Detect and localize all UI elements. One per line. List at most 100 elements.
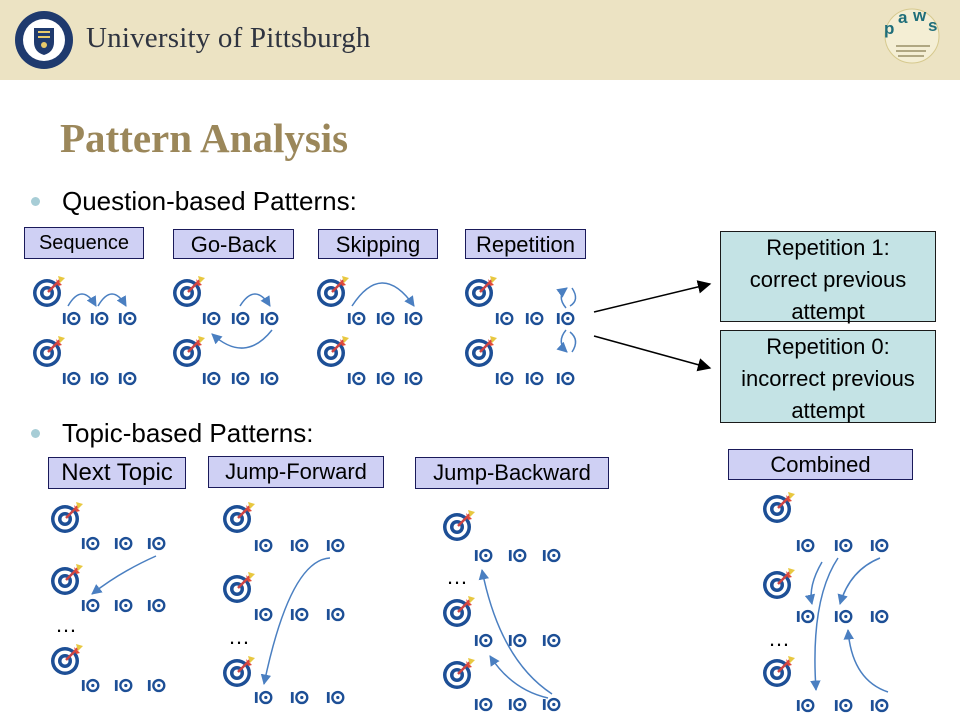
page-title: Pattern Analysis <box>60 115 349 161</box>
question-icon <box>542 697 561 712</box>
university-seal-icon <box>15 11 73 69</box>
combined-arrow <box>810 557 839 692</box>
question-icon <box>376 371 395 386</box>
question-icon <box>508 697 527 712</box>
go-back-diagram <box>172 274 279 386</box>
question-icon <box>114 598 133 613</box>
question-icon <box>870 538 889 553</box>
skipping-arrow <box>351 282 415 307</box>
target-icon <box>442 656 476 690</box>
question-icon <box>474 633 493 648</box>
jump-forward-label: Jump-Forward <box>208 456 384 488</box>
target-icon <box>50 642 84 676</box>
university-name: University of Pittsburgh <box>86 22 371 54</box>
bullet-dot <box>31 429 40 438</box>
question-icon <box>404 311 423 326</box>
question-icon <box>147 536 166 551</box>
question-icon <box>542 633 561 648</box>
skipping-label: Skipping <box>318 229 438 259</box>
repetition-arrow <box>556 329 568 353</box>
next-topic-arrow <box>91 555 157 595</box>
question-icon <box>147 678 166 693</box>
target-icon <box>50 562 84 596</box>
target-icon <box>762 490 796 524</box>
ellipsis: … <box>446 564 468 589</box>
question-icon <box>118 371 137 386</box>
svg-text:p: p <box>884 19 894 38</box>
target-icon <box>316 274 350 308</box>
repetition-correct-line2: correct previous <box>749 267 907 292</box>
sequence-arrow <box>67 293 97 307</box>
svg-text:a: a <box>898 8 908 27</box>
question-icon <box>508 548 527 563</box>
sequence-label: Sequence <box>24 227 144 259</box>
question-icon <box>202 371 221 386</box>
next-topic-diagram: … <box>50 500 166 693</box>
question-icon <box>326 538 345 553</box>
target-icon <box>32 334 66 368</box>
sequence-diagram <box>32 274 137 386</box>
repetition-incorrect-line2: incorrect previous <box>741 366 915 391</box>
question-icon <box>474 697 493 712</box>
question-icon <box>81 536 100 551</box>
question-icon <box>404 371 423 386</box>
question-icon <box>326 690 345 705</box>
sequence-arrow <box>97 293 127 307</box>
bullet-dot <box>31 197 40 206</box>
question-icon <box>347 311 366 326</box>
target-icon <box>464 334 498 368</box>
question-icon <box>147 598 166 613</box>
repetition-arrow <box>556 287 568 309</box>
outcome-arrow-correct <box>593 280 712 313</box>
repetition-correct-line1: Repetition 1: <box>766 235 890 260</box>
question-icon <box>542 548 561 563</box>
question-icon <box>508 633 527 648</box>
question-icon <box>231 311 250 326</box>
combined-label: Combined <box>728 449 913 480</box>
question-icon <box>796 609 815 624</box>
question-patterns-heading: Question-based Patterns: <box>62 186 357 216</box>
question-icon <box>62 371 81 386</box>
question-icon <box>118 311 137 326</box>
repetition-correct-line3: attempt <box>791 299 865 324</box>
jump-backward-arrow <box>478 568 553 695</box>
jump-backward-arrow <box>489 655 549 699</box>
target-icon <box>32 274 66 308</box>
target-icon <box>172 334 206 368</box>
repetition-incorrect-line3: attempt <box>791 398 865 423</box>
repetition-arrow <box>569 287 577 307</box>
question-icon <box>525 371 544 386</box>
jump-backward-label: Jump-Backward <box>415 457 609 489</box>
target-icon <box>222 500 256 534</box>
question-icon <box>90 311 109 326</box>
question-icon <box>796 538 815 553</box>
question-icon <box>62 311 81 326</box>
repetition-arrow <box>569 331 577 353</box>
question-icon <box>525 311 544 326</box>
question-icon <box>495 311 514 326</box>
target-icon <box>442 594 476 628</box>
question-icon <box>870 698 889 713</box>
combined-arrow <box>837 557 881 606</box>
target-icon <box>222 654 256 688</box>
ellipsis: … <box>768 626 790 651</box>
question-icon <box>254 607 273 622</box>
target-icon <box>762 566 796 600</box>
question-icon <box>870 609 889 624</box>
question-icon <box>376 311 395 326</box>
repetition-correct-box: Repetition 1: correct previous attempt <box>720 231 936 324</box>
target-icon <box>172 274 206 308</box>
question-icon <box>260 311 279 326</box>
ellipsis: … <box>55 612 77 637</box>
question-icon <box>834 698 853 713</box>
question-icon <box>474 548 493 563</box>
next-topic-label: Next Topic <box>48 457 186 489</box>
question-icon <box>202 311 221 326</box>
combined-diagram: … <box>762 490 889 713</box>
target-icon <box>442 508 476 542</box>
question-icon <box>326 607 345 622</box>
outcome-arrow-incorrect <box>593 335 712 372</box>
question-icon <box>556 311 575 326</box>
skipping-diagram <box>316 274 423 386</box>
jump-forward-arrow <box>260 557 331 686</box>
